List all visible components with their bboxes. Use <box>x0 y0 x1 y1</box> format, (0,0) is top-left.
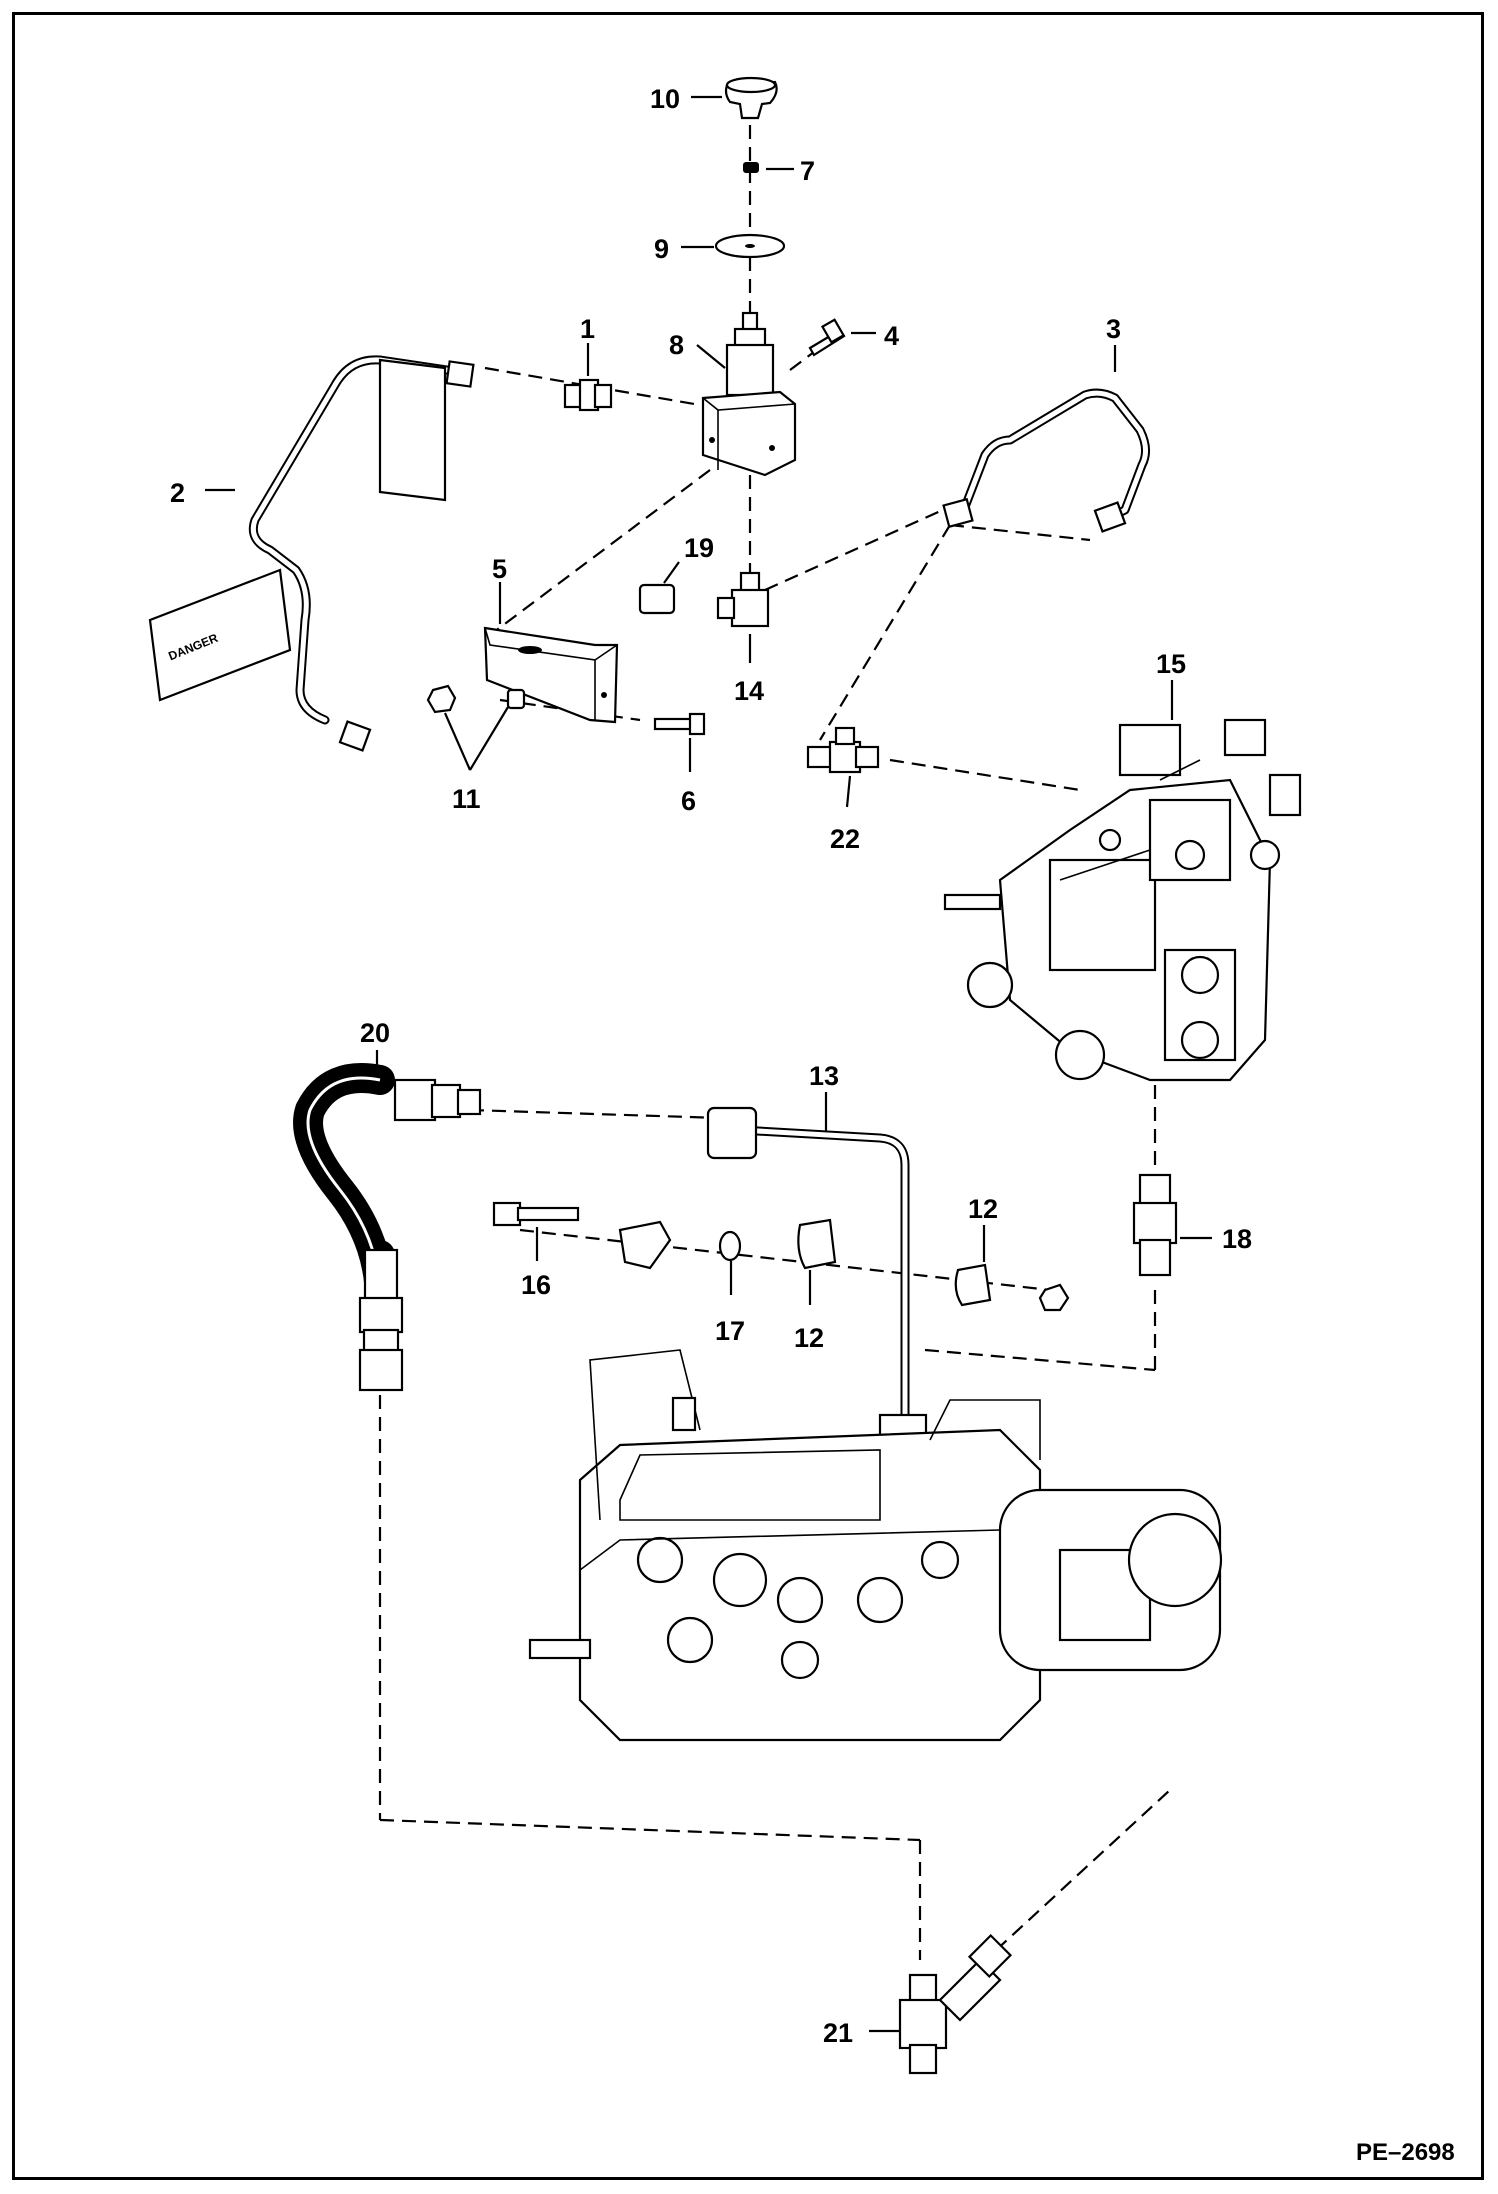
part-22-tee <box>806 726 880 774</box>
part-1-fitting <box>563 378 613 412</box>
callout-19: 19 <box>684 533 714 563</box>
part-15-valve-assembly <box>943 718 1302 1082</box>
part-3-tube <box>942 388 1150 533</box>
callout-12a: 12 <box>968 1194 998 1224</box>
callout-2: 2 <box>170 478 185 508</box>
part-6-bolt <box>653 712 706 736</box>
part-2-tube: DANGER <box>148 355 475 752</box>
callout-8: 8 <box>669 330 684 360</box>
part-19-nut <box>638 583 676 615</box>
callout-20: 20 <box>360 1018 390 1048</box>
part-18-fitting <box>1132 1173 1178 1277</box>
clip <box>618 1220 672 1270</box>
callout-11: 11 <box>452 784 481 814</box>
callout-5: 5 <box>492 554 507 584</box>
part-4-bolt <box>808 318 846 357</box>
part-10-cap <box>724 76 778 120</box>
callout-9: 9 <box>654 234 669 264</box>
callout-13: 13 <box>809 1061 839 1091</box>
leader-lines <box>205 95 1212 2033</box>
callout-4: 4 <box>884 321 899 351</box>
callout-3: 3 <box>1106 314 1121 344</box>
callout-7: 7 <box>800 156 815 186</box>
callout-18: 18 <box>1222 1224 1252 1254</box>
callout-1: 1 <box>580 314 595 344</box>
callout-22: 22 <box>830 824 860 854</box>
part-17-washer <box>718 1230 742 1262</box>
nut <box>1038 1283 1070 1312</box>
part-13-tube <box>706 1106 928 1470</box>
part-11-nuts <box>426 684 526 714</box>
callout-21: 21 <box>823 2018 853 2048</box>
hydrostatic-pump <box>528 1349 1223 1742</box>
callout-6: 6 <box>681 786 696 816</box>
callout-10: 10 <box>650 84 680 114</box>
part-12-clamp-halves <box>797 1218 992 1307</box>
callout-14: 14 <box>734 676 764 706</box>
part-21-elbow <box>898 1933 1013 2075</box>
part-5-bracket <box>483 626 619 724</box>
callout-12b: 12 <box>794 1323 824 1353</box>
part-14-elbow <box>716 571 770 628</box>
part-7-oring <box>743 162 759 173</box>
figure-reference: PE–2698 <box>1356 2139 1455 2166</box>
part-8-valve-block <box>701 311 797 477</box>
part-9-washer <box>714 233 786 259</box>
part-16-bolt <box>492 1201 580 1227</box>
callout-16: 16 <box>521 1270 551 1300</box>
callout-17: 17 <box>715 1316 745 1346</box>
callout-15: 15 <box>1156 649 1186 679</box>
callout-labels: 10 7 9 1 8 4 3 2 5 19 14 15 11 6 22 20 1… <box>170 84 1455 2166</box>
part-20-hose <box>293 1063 482 1392</box>
